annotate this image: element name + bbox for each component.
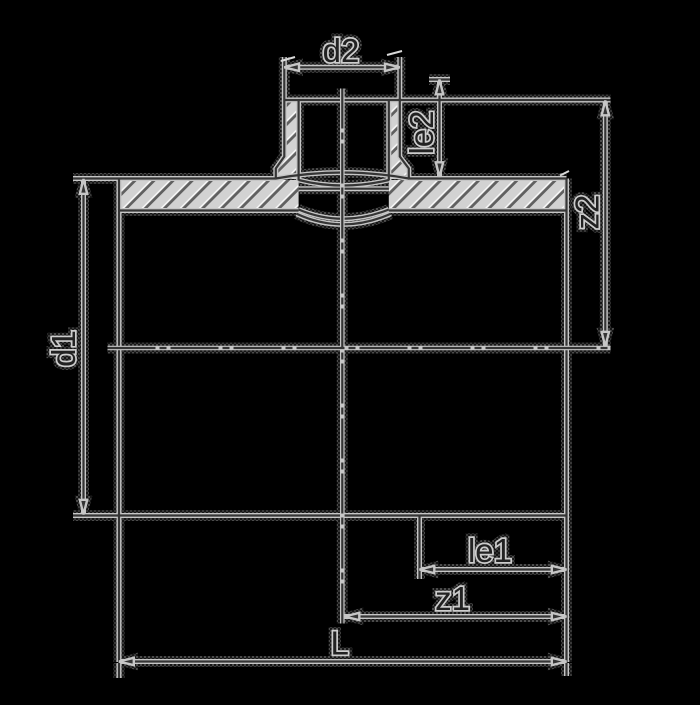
svg-text:d1: d1 (45, 330, 82, 367)
svg-text:L: L (331, 625, 349, 662)
svg-text:z2: z2 (569, 195, 606, 230)
svg-text:d1: d1 (45, 330, 82, 367)
svg-text:z1: z1 (435, 580, 470, 617)
svg-text:le1: le1 (468, 532, 512, 569)
svg-text:z2: z2 (569, 195, 606, 230)
svg-text:le2: le2 (403, 110, 440, 154)
svg-text:L: L (331, 625, 349, 662)
svg-text:z1: z1 (435, 580, 470, 617)
svg-text:le1: le1 (468, 532, 512, 569)
svg-text:d2: d2 (323, 32, 360, 69)
